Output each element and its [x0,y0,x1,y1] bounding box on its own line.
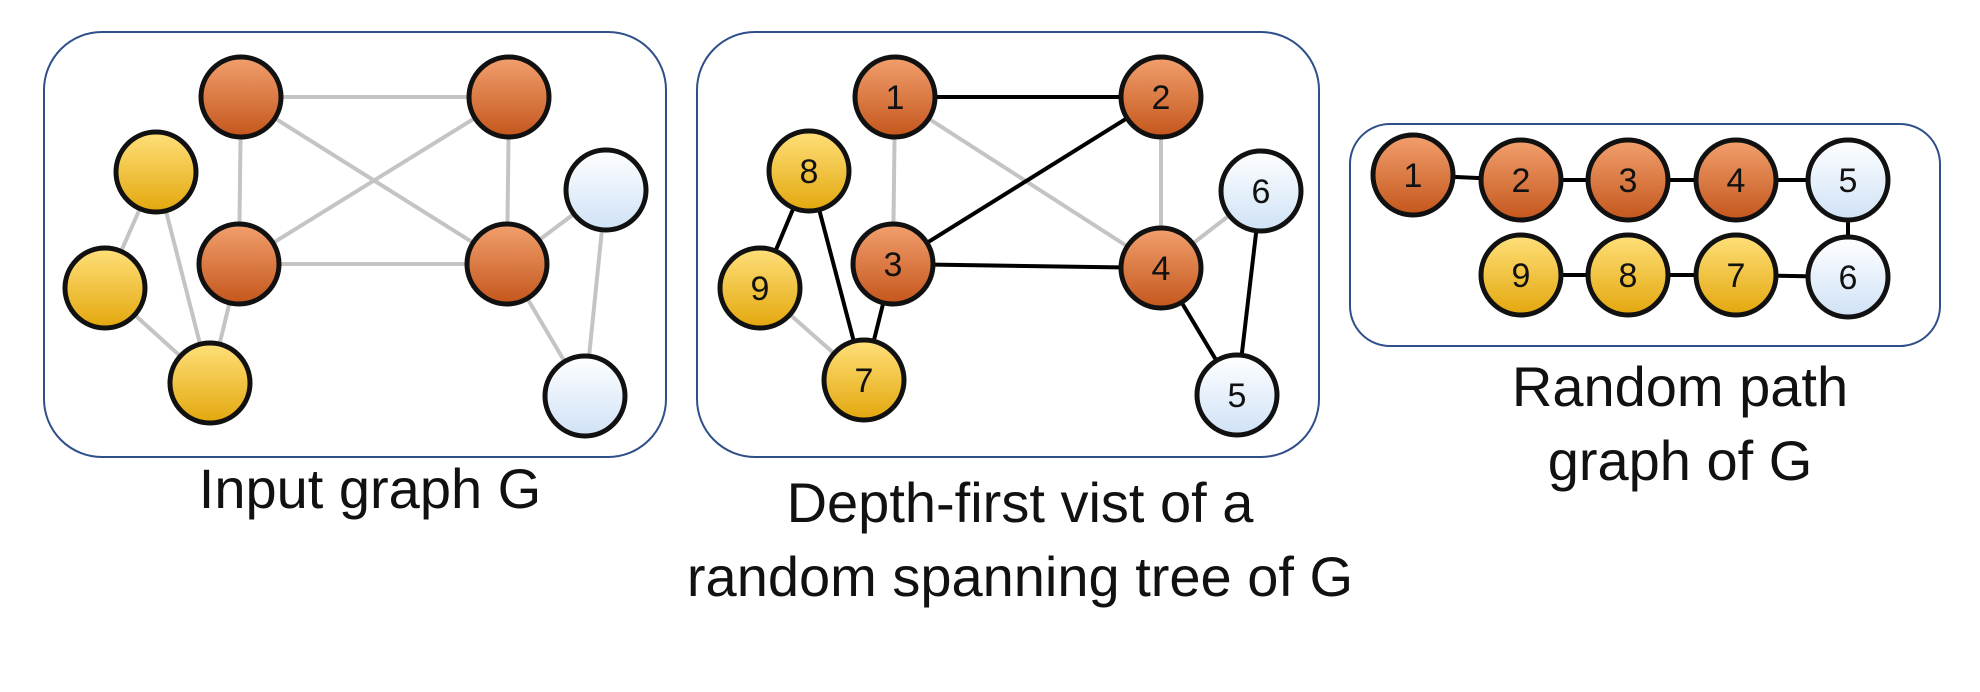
path-node-circle-1 [1370,132,1456,218]
dfs-node-circle-2 [1118,54,1204,140]
dfs-node-label-6: 6 [1252,173,1271,211]
input-node-e [563,147,649,233]
dfs-edge-2-3-tree [891,95,1163,266]
dfs-node-label-8: 8 [800,153,819,191]
dfs-node-circle-7 [821,337,907,423]
path-node-3: 3 [1585,137,1671,223]
panel-path-graph: 1 2 3 4 5 6 7 8 9 [1370,132,1891,320]
path-node-5: 5 [1805,137,1891,223]
input-node-circle-g [113,129,199,215]
dfs-node-label-4: 4 [1152,250,1171,288]
input-node-circle-i [167,340,253,426]
dfs-node-label-9: 9 [751,270,770,308]
path-node-6: 6 [1805,234,1891,320]
path-node-circle-5 [1805,137,1891,223]
path-node-label-9: 9 [1512,257,1531,295]
input-node-g [113,129,199,215]
path-node-label-8: 8 [1619,257,1638,295]
dfs-node-circle-1 [852,54,938,140]
input-node-circle-f [542,353,628,439]
path-node-label-1: 1 [1404,157,1423,195]
dfs-node-label-7: 7 [855,362,874,400]
input-node-circle-h [62,245,148,331]
dfs-node-2: 2 [1118,54,1204,140]
input-node-h [62,245,148,331]
path-node-circle-3 [1585,137,1671,223]
panel-dfs-frame [696,31,1320,458]
path-node-circle-4 [1693,137,1779,223]
input-node-c [196,221,282,307]
input-node-circle-b [466,54,552,140]
path-node-1: 1 [1370,132,1456,218]
path-node-9: 9 [1478,232,1564,318]
input-node-circle-e [563,147,649,233]
dfs-node-label-3: 3 [884,246,903,284]
path-node-circle-7 [1693,232,1779,318]
path-node-4: 4 [1693,137,1779,223]
caption-path-line-2: graph of G [1547,429,1813,492]
input-node-circle-c [196,221,282,307]
path-node-label-2: 2 [1512,162,1531,200]
dfs-node-4: 4 [1118,225,1204,311]
dfs-node-1: 1 [852,54,938,140]
caption-dfs-line-1: Depth-first vist of a [786,471,1254,534]
dfs-node-label-5: 5 [1228,377,1247,415]
dfs-node-3: 3 [850,221,936,307]
dfs-node-9: 9 [717,245,803,331]
panel-path-frame [1349,123,1941,347]
path-node-circle-8 [1585,232,1671,318]
dfs-node-label-1: 1 [886,79,905,117]
path-node-circle-6 [1805,234,1891,320]
input-node-circle-d [464,221,550,307]
path-node-circle-9 [1478,232,1564,318]
input-node-b [466,54,552,140]
dfs-node-circle-5 [1194,352,1280,438]
input-node-a [198,54,284,140]
path-node-label-4: 4 [1727,162,1746,200]
path-node-7: 7 [1693,232,1779,318]
dfs-node-7: 7 [821,337,907,423]
dfs-node-6: 6 [1218,148,1304,234]
input-node-f [542,353,628,439]
path-node-label-5: 5 [1839,162,1858,200]
dfs-node-circle-9 [717,245,803,331]
input-edge-b-c [237,95,511,266]
caption-path-line-1: Random path [1511,355,1849,418]
caption-path-graph: Random path graph of G [1380,350,1980,498]
caption-dfs-tree: Depth-first vist of a random spanning tr… [640,466,1400,614]
path-node-label-3: 3 [1619,162,1638,200]
caption-input-graph: Input graph G [120,452,620,526]
input-node-i [167,340,253,426]
dfs-node-label-2: 2 [1152,79,1171,117]
path-node-label-7: 7 [1727,257,1746,295]
dfs-edge-1-4 [893,95,1163,270]
dfs-node-circle-3 [850,221,936,307]
panel-dfs-graph: 1 2 3 4 5 6 7 8 9 [717,54,1304,438]
caption-dfs-line-2: random spanning tree of G [686,545,1354,608]
path-node-2: 2 [1478,137,1564,223]
dfs-node-5: 5 [1194,352,1280,438]
input-node-circle-a [198,54,284,140]
caption-input-line-1: Input graph G [198,457,542,520]
dfs-node-8: 8 [766,128,852,214]
dfs-node-circle-4 [1118,225,1204,311]
dfs-edge-3-4-tree [891,262,1163,270]
panel-input-frame [43,31,667,458]
dfs-node-circle-8 [766,128,852,214]
dfs-node-circle-6 [1218,148,1304,234]
input-node-d [464,221,550,307]
path-node-8: 8 [1585,232,1671,318]
path-node-circle-2 [1478,137,1564,223]
path-node-label-6: 6 [1839,259,1858,297]
panel-input-graph [62,54,649,439]
